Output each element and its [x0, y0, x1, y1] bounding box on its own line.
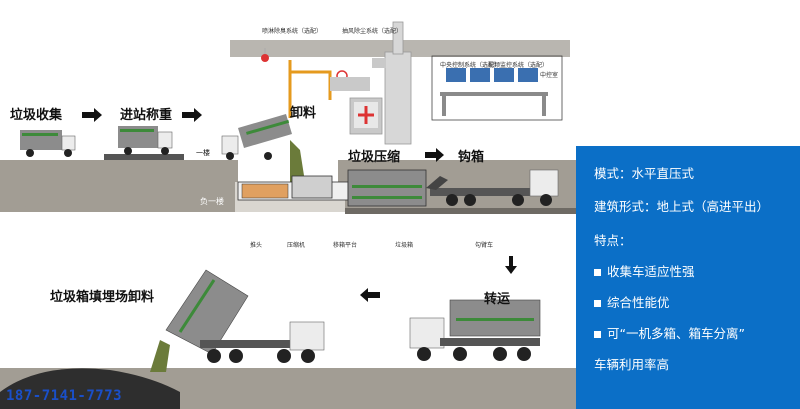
step-landfill: 垃圾箱填埋场卸料	[50, 290, 155, 305]
bullet-icon	[594, 269, 601, 276]
landfill-mound	[0, 368, 180, 409]
info-mode: 模式：水平直压式	[594, 166, 695, 181]
info-building: 建筑形式：地上式（高进平出）	[594, 199, 770, 214]
callout-deodor: 喷淋除臭系统（选配）	[262, 28, 323, 35]
weigh-truck	[104, 126, 184, 160]
level-ground: 一楼	[196, 149, 210, 157]
callout-monitor2: 视频监控系统（选配）	[488, 62, 549, 69]
bullet-icon	[594, 331, 601, 338]
info-feature-1: 收集车适应性强	[594, 261, 695, 280]
collection-truck-1	[20, 130, 76, 157]
step-unload: 卸料	[290, 106, 317, 121]
part-pusher: 推头	[250, 242, 263, 249]
part-hook-truck: 勾臂车	[475, 242, 494, 249]
feature-panel: 模式：水平直压式 建筑形式：地上式（高进平出） 特点： 收集车适应性强 综合性能…	[576, 146, 800, 409]
info-feature-2: 综合性能优	[594, 292, 670, 311]
step-collect: 垃圾收集	[10, 108, 63, 123]
step-compress: 垃圾压缩	[348, 150, 401, 165]
phone-number: 187-7141-7773	[6, 388, 123, 404]
callout-dust: 抽风除尘系统（选配）	[342, 28, 403, 35]
bullet-icon	[594, 300, 601, 307]
step-hook: 钩箱	[458, 150, 485, 165]
callout-monitor1: 中央控制系统（选配）	[440, 62, 501, 69]
info-feature-3b: 车辆利用率高	[594, 357, 670, 372]
transfer-truck	[409, 299, 541, 361]
level-basement: 负一楼	[200, 197, 224, 206]
unload-truck	[221, 114, 305, 182]
info-feature-3: 可“一机多箱、箱车分离”	[594, 323, 745, 342]
landfill-truck	[150, 269, 325, 372]
callout-control-room: 中控室	[540, 72, 559, 79]
compactor-assembly	[237, 169, 427, 207]
part-container: 垃圾箱	[395, 242, 414, 249]
hook-truck	[426, 169, 559, 206]
step-transfer: 转运	[484, 292, 511, 307]
info-features-title: 特点：	[594, 233, 632, 248]
step-weigh: 进站称重	[120, 108, 173, 123]
part-platform: 移箱平台	[333, 242, 358, 249]
part-compactor: 压缩机	[287, 242, 306, 249]
